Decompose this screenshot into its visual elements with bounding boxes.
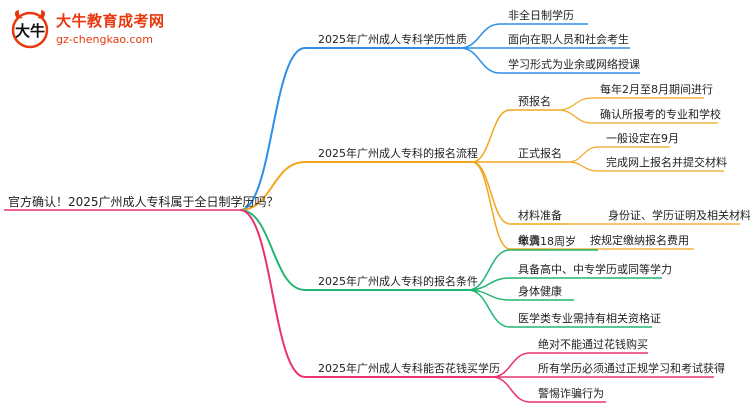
- branch-label: 2025年广州成人专科学历性质: [318, 32, 467, 46]
- leaf-label: 所有学历必须通过正规学习和考试获得: [538, 361, 725, 375]
- branch-edge: [467, 249, 511, 291]
- leaf-label: 完成网上报名并提交材料: [606, 155, 727, 169]
- branch-edge: [567, 146, 599, 163]
- brand-url: gz-chengkao.com: [56, 33, 153, 46]
- leaf-label: 身体健康: [518, 284, 562, 298]
- branch-edge: [471, 109, 511, 163]
- node-label: 材料准备: [518, 208, 562, 222]
- node-label: 缴费: [518, 233, 540, 247]
- branch-edge: [491, 376, 531, 403]
- branch-label: 2025年广州成人专科能否花钱买学历: [318, 361, 500, 375]
- branch-edge: [239, 209, 306, 291]
- leaf-label: 按规定缴纳报名费用: [590, 233, 689, 247]
- brand-logo: 大牛 大牛教育成考网 gz-chengkao.com: [8, 6, 183, 54]
- branch-edge: [239, 209, 306, 378]
- leaf-label: 非全日制学历: [508, 8, 574, 22]
- svg-text:大牛: 大牛: [15, 22, 45, 40]
- branch-label: 2025年广州成人专科的报名条件: [318, 274, 478, 288]
- bull-logo-icon: 大牛: [11, 10, 49, 49]
- branch-edge: [471, 161, 511, 225]
- node-label: 正式报名: [518, 146, 562, 160]
- branch-edge: [467, 289, 511, 328]
- brand-name: 大牛教育成考网: [56, 12, 165, 30]
- branch-label: 2025年广州成人专科的报名流程: [318, 146, 478, 160]
- leaf-label: 医学类专业需持有相关资格证: [518, 311, 661, 325]
- leaf-label: 具备高中、中专学历或同等学力: [518, 262, 672, 276]
- branch-edge: [567, 161, 599, 172]
- root-topic: 官方确认！2025广州成人专科属于全日制学历吗？: [8, 194, 279, 209]
- branch-edge: [459, 47, 501, 74]
- branch-edge: [239, 47, 306, 211]
- leaf-label: 确认所报考的专业和学校: [600, 107, 721, 121]
- leaf-label: 警惕诈骗行为: [538, 386, 604, 400]
- branch-edge: [471, 161, 511, 250]
- leaf-label: 年满18周岁: [518, 234, 576, 248]
- branch-edge: [557, 109, 593, 124]
- leaf-label: 学习形式为业余或网络授课: [508, 57, 640, 71]
- leaf-label: 每年2月至8月期间进行: [600, 82, 713, 96]
- leaf-label: 一般设定在9月: [606, 131, 679, 145]
- mind-map-labels: 官方确认！2025广州成人专科属于全日制学历吗？ 2025年广州成人专科学历性质 非…: [8, 8, 750, 400]
- node-label: 预报名: [518, 94, 551, 108]
- leaf-label: 绝对不能通过花钱购买: [538, 337, 648, 351]
- leaf-label: 身份证、学历证明及相关材料: [608, 208, 750, 222]
- leaf-label: 面向在职人员和社会考生: [508, 32, 629, 46]
- mind-map-underlines: [4, 23, 740, 403]
- branch-edge: [557, 97, 593, 111]
- mind-map-edges: [239, 23, 600, 403]
- branch-edge: [239, 161, 306, 211]
